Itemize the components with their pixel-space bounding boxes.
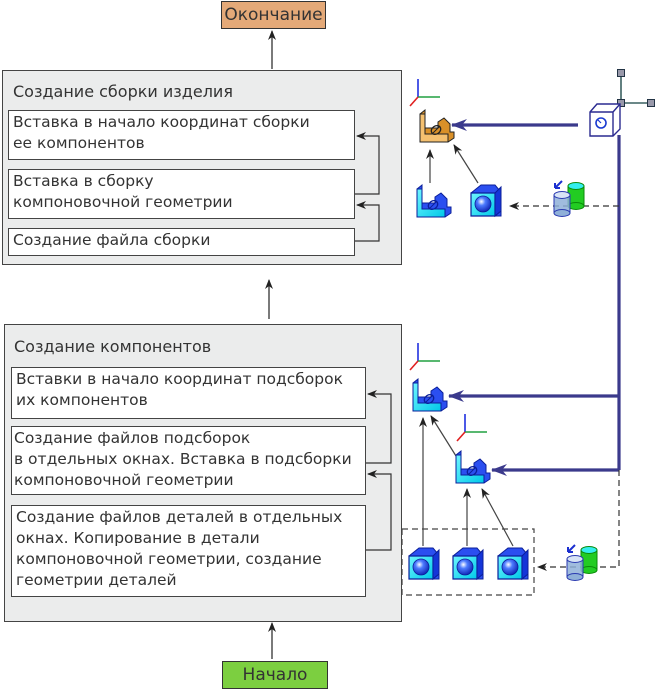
copy-geometry-icon bbox=[553, 180, 585, 218]
assembly-origin-icon bbox=[409, 78, 441, 107]
dashed-copy-to-parts bbox=[537, 470, 620, 571]
components-group-title: Создание компонентов bbox=[14, 337, 212, 356]
subassembly-2-origin-icon bbox=[456, 413, 488, 442]
subassembly-1-origin-icon bbox=[409, 342, 441, 371]
assembly-step-create-file: Создание файла сборки bbox=[8, 228, 355, 256]
subassembly-2-icon bbox=[455, 450, 491, 484]
assembly-step-insert-layout: Вставка в сборку компоновочной геометрии bbox=[8, 169, 355, 219]
assembly-group-title: Создание сборки изделия bbox=[13, 82, 233, 101]
components-step-create-parts: Создание файлов деталей в отдельных окна… bbox=[11, 505, 366, 597]
part-1-icon bbox=[408, 547, 440, 580]
end-node: Окончание bbox=[221, 1, 326, 29]
connector-assembly-step3-to-step2 bbox=[355, 201, 380, 242]
components-step-create-subassemblies: Создание файлов подсборок в отдельных ок… bbox=[11, 426, 366, 495]
connector-components-step3-to-step2 bbox=[366, 470, 392, 551]
copy-geometry-icon-2 bbox=[566, 544, 598, 582]
parts-group-frame bbox=[401, 528, 535, 596]
assembly-icon bbox=[419, 109, 455, 143]
components-step-insert-origin: Вставки в начало координат подсборок их … bbox=[11, 367, 366, 419]
layout-geometry-icon bbox=[589, 69, 655, 137]
connector-components-step2-to-step1 bbox=[366, 390, 392, 464]
subassembly-1-icon bbox=[412, 378, 448, 412]
start-node: Начало bbox=[222, 661, 328, 689]
assembly-step-insert-origin: Вставка в начало координат сборки ее ком… bbox=[8, 110, 355, 160]
part-2-icon bbox=[452, 547, 484, 580]
connector-assembly-step2-to-step1 bbox=[355, 132, 380, 195]
layout-part-icon bbox=[470, 184, 502, 217]
part-3-icon bbox=[497, 547, 529, 580]
layout-subassembly-icon bbox=[416, 184, 452, 218]
